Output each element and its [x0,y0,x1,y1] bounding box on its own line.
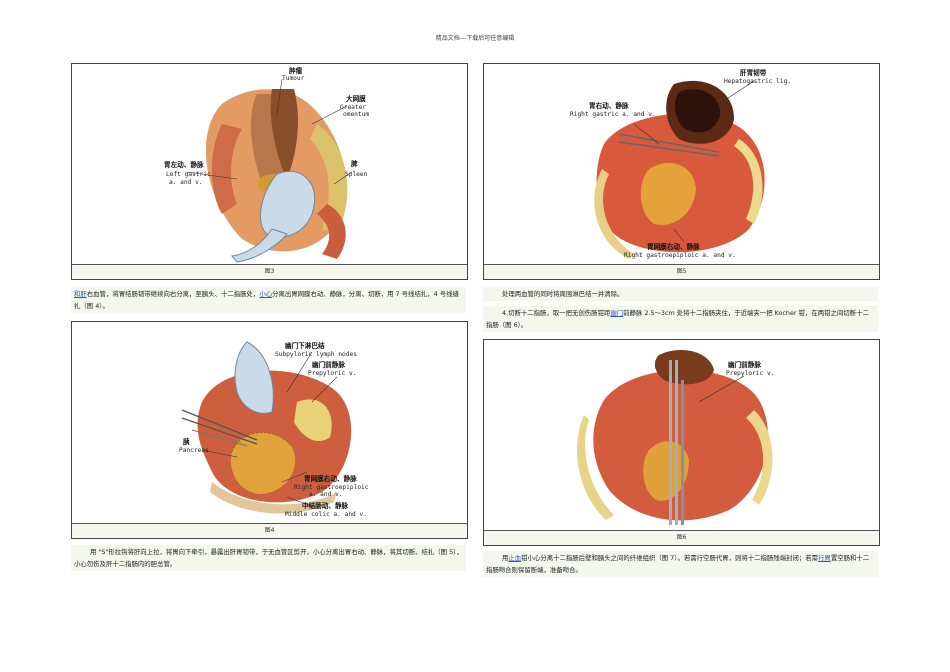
fig4-label-prepyloric-zh: 幽门前静脉 [312,360,345,369]
paragraph-4-text-2: 前静脉 2.5～3cm 处将十二指肠夹住，于近端夹一把 Kocher 钳，在两钳… [486,309,869,329]
figure-6-illustration: 幽门前静脉 Prepyloric v. [577,350,774,525]
fig3-label-spleen-en: Spleen [345,171,368,178]
figure-5-caption: 图5 [484,265,879,279]
paragraph-5-text-1: 用 [502,554,509,562]
fig3-label-omentum-en1: Greater [340,104,366,111]
paragraph-5: 用止血钳小心分离十二指肠后壁和胰头之间的纤维组织（图 7）。若需行空肠代胃，则将… [483,551,878,577]
fig6-label-prepyloric-zh: 幽门前静脉 [728,360,761,369]
figure-3-panel: 肿瘤 Tumour 大网膜 Greater omentum 胃左动、静脉 Lef… [71,63,468,280]
fig4-label-mc-zh: 中结肠动、静脉 [302,501,349,510]
paragraph-5-link-2[interactable]: 行胃 [818,554,831,562]
paragraph-5-link-1[interactable]: 止血 [508,554,522,562]
figure-3-image: 肿瘤 Tumour 大网膜 Greater omentum 胃左动、静脉 Lef… [72,64,467,265]
figure-6-image: 幽门前静脉 Prepyloric v. [484,340,879,531]
paragraph-2: 用 "S"形拉钩将肝向上拉，将胃向下牵引，暴露出肝胃韧带，于无血管区剪开，小心分… [71,545,466,571]
paragraph-3-text: 处理两血管的同时将周围淋巴结一并清除。 [502,290,624,298]
fig4-label-pancreas-zh: 胰 [182,437,190,446]
fig3-label-omentum-en2: omentum [343,111,369,118]
paragraph-4-text-1: 4.切断十二指肠，取一把无创伤肠钳距 [502,309,611,317]
paragraph-1: 和肝右血管，将胃结肠韧带继续向右分离，至胰头、十二指肠处，小心分离出胃网膜右动、… [71,287,466,313]
fig5-label-rge-en: Right gastroepiploic a. and v. [624,252,736,259]
fig3-label-lga-en1: Left gastric [166,171,211,178]
fig4-label-mc-en: Middle colic a. and v. [285,511,367,518]
figure-6-caption: 图6 [484,531,879,545]
figure-5-illustration: 肝胃韧带 Hepatogastric lig. 胃右动、静脉 Right gas… [570,68,791,259]
figure-4-panel: 幽门下淋巴结 Subpyloric lymph nodes 幽门前静脉 Prep… [71,321,468,539]
fig5-label-hg-zh: 肝胃韧带 [740,68,767,77]
figure-5-image: 肝胃韧带 Hepatogastric lig. 胃右动、静脉 Right gas… [484,64,879,265]
paragraph-5-text-2: 钳小心分离十二指肠后壁和胰头之间的纤维组织（图 7）。若需行空肠代胃，则将十二指… [521,554,819,562]
fig4-label-prepyloric-en: Prepyloric v. [308,370,356,377]
paragraph-2-text: 用 "S"形拉钩将肝向上拉，将胃向下牵引，暴露出肝胃韧带，于无血管区剪开，小心分… [74,548,463,568]
fig5-label-rga-en: Right gastric a. and v. [570,111,656,118]
fig4-label-rge-en1: Right gastroepiploic [294,484,369,491]
fig4-label-subpyloric-zh: 幽门下淋巴结 [285,341,325,350]
paragraph-4: 4.切断十二指肠，取一把无创伤肠钳距幽门前静脉 2.5～3cm 处将十二指肠夹住… [483,306,878,332]
fig3-label-spleen-zh: 脾 [350,159,358,168]
fig3-label-omentum-zh: 大网膜 [346,94,366,103]
figure-3-illustration: 肿瘤 Tumour 大网膜 Greater omentum 胃左动、静脉 Lef… [164,66,369,263]
figure-5-panel: 肝胃韧带 Hepatogastric lig. 胃右动、静脉 Right gas… [483,63,880,280]
paragraph-3: 处理两血管的同时将周围淋巴结一并清除。 [483,287,878,301]
figure-4-illustration: 幽门下淋巴结 Subpyloric lymph nodes 幽门前静脉 Prep… [179,341,369,518]
fig3-label-tumor-zh: 肿瘤 [289,66,303,75]
fig4-label-rge-en2: a. and v. [309,491,343,498]
figure-6-panel: 幽门前静脉 Prepyloric v. 图6 [483,339,880,546]
fig5-label-rge-zh: 胃网膜右动、静脉 [647,242,700,251]
paragraph-4-link-1[interactable]: 幽门 [610,309,624,317]
paragraph-1-text-2: 分离出胃网膜右动、静脉，分离、切断，用 7 号线结扎，4 号线缝扎（图 4）。 [74,290,459,310]
paragraph-1-link-1[interactable]: 和肝 [74,290,87,298]
figure-4-caption: 图4 [72,524,467,538]
fig3-label-lga-en2: a. and v. [169,179,203,186]
fig4-label-rge-zh: 胃网膜右动、静脉 [304,474,357,483]
fig4-label-subpyloric-en: Subpyloric lymph nodes [275,351,357,358]
fig3-label-tumor-en: Tumour [282,75,305,82]
fig5-label-hg-en: Hepatogastric lig. [724,78,791,85]
paragraph-5-text-3: 置空肠和十二指肠吻合则保留断端，准备吻合。 [486,554,870,574]
paragraph-1-link-2[interactable]: 小心 [259,290,273,298]
fig4-label-pancreas-en: Pancreas [179,447,209,454]
figure-3-caption: 图3 [72,265,467,279]
fig3-label-lga-zh: 胃左动、静脉 [164,160,204,169]
figure-4-image: 幽门下淋巴结 Subpyloric lymph nodes 幽门前静脉 Prep… [72,322,467,524]
page-header: 精品文档---下载后可任意编辑 [435,35,515,42]
fig6-label-prepyloric-en: Prepyloric v. [726,370,774,377]
paragraph-1-text-1: 右血管，将胃结肠韧带继续向右分离，至胰头、十二指肠处， [86,290,260,298]
fig5-label-rga-zh: 胃右动、静脉 [589,101,629,110]
